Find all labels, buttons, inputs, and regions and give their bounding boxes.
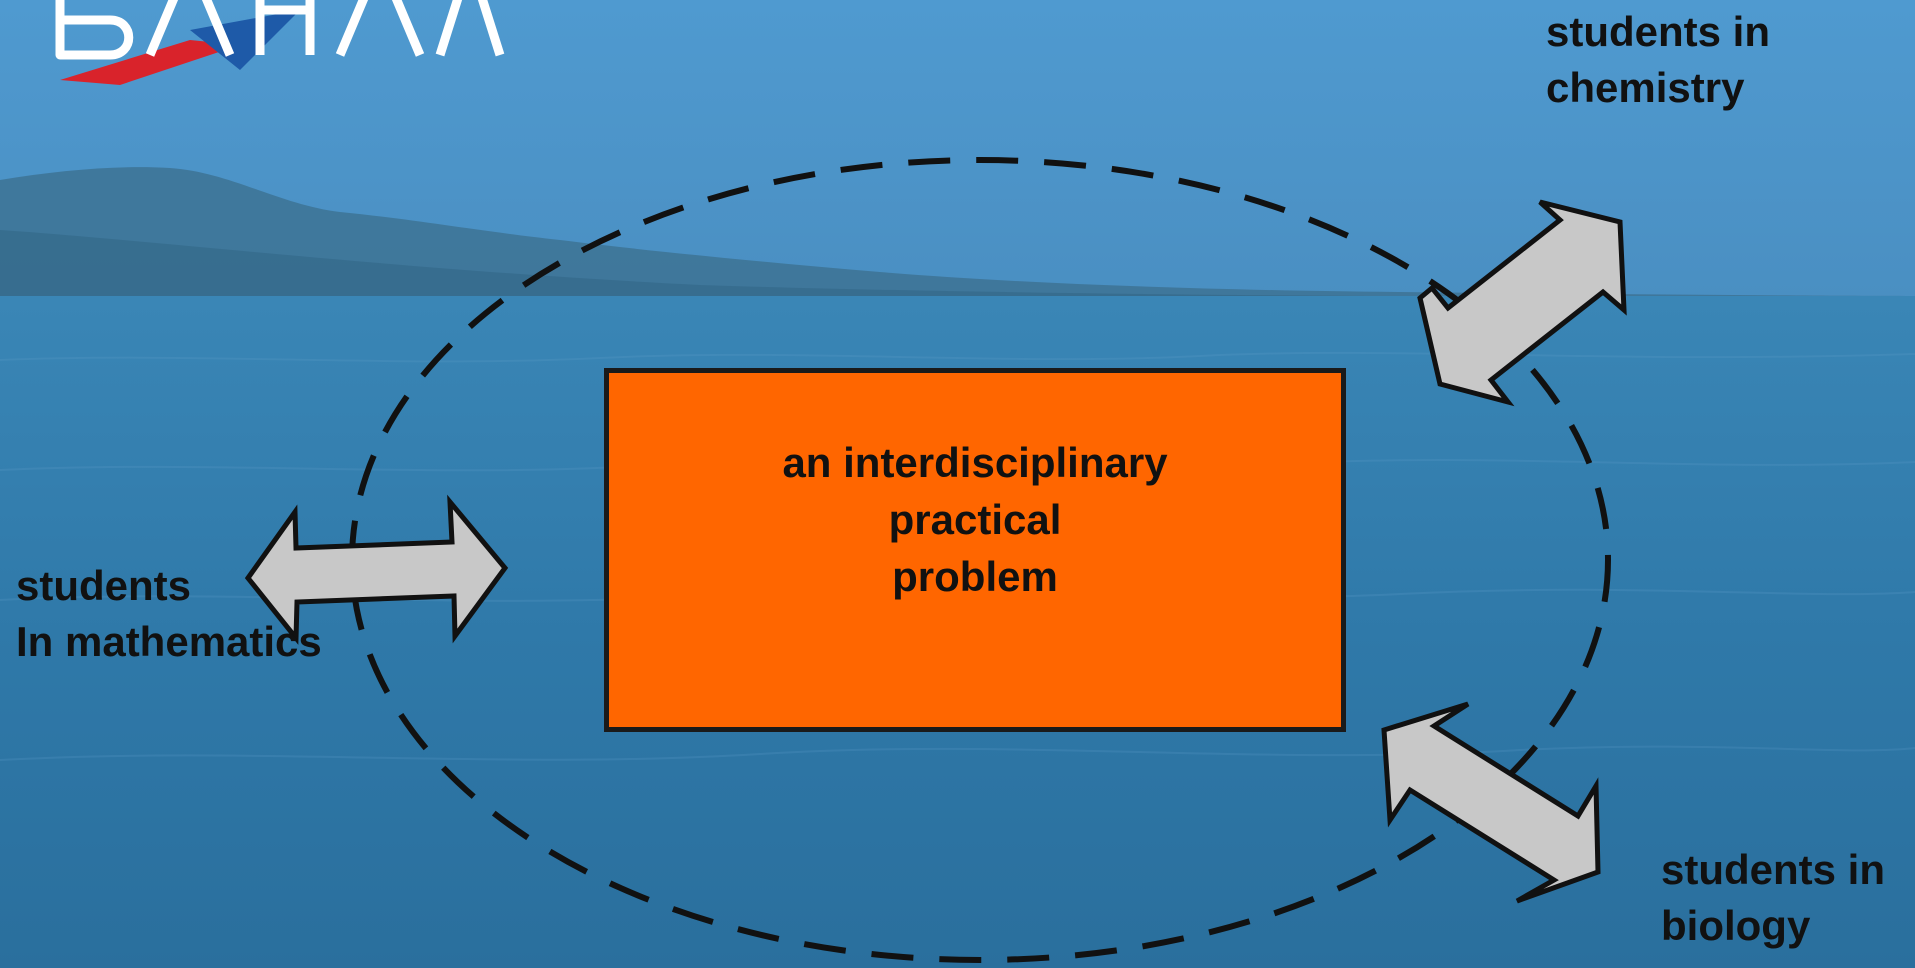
chemistry-line-2: chemistry [1546, 64, 1745, 111]
island [0, 167, 1915, 300]
logo-lettering [55, 0, 505, 60]
island-shadow [0, 230, 1915, 302]
interdisciplinary-problem-box: an interdisciplinary practical problem [604, 368, 1346, 732]
project-logo-icon [55, 0, 505, 85]
double-arrow-biology [1381, 701, 1601, 904]
problem-line-3: problem [892, 552, 1058, 600]
biology-line-1: students in [1661, 846, 1886, 893]
node-students-mathematics: students In mathematics [16, 558, 322, 670]
mathematics-line-1: students [16, 562, 192, 609]
node-students-chemistry: students in chemistry [1546, 4, 1770, 116]
mathematics-line-2: In mathematics [16, 618, 322, 665]
biology-line-2: biology [1661, 902, 1811, 949]
logo-red-swoosh [60, 40, 240, 85]
chemistry-line-1: students in [1546, 8, 1771, 55]
problem-box-text: an interdisciplinary practical problem [782, 434, 1167, 605]
double-arrow-mathematics [244, 494, 509, 645]
problem-line-2: practical [888, 495, 1062, 543]
double-arrow-chemistry [1417, 199, 1627, 407]
problem-line-1: an interdisciplinary [782, 438, 1168, 486]
node-students-biology: students in biology [1661, 842, 1885, 954]
